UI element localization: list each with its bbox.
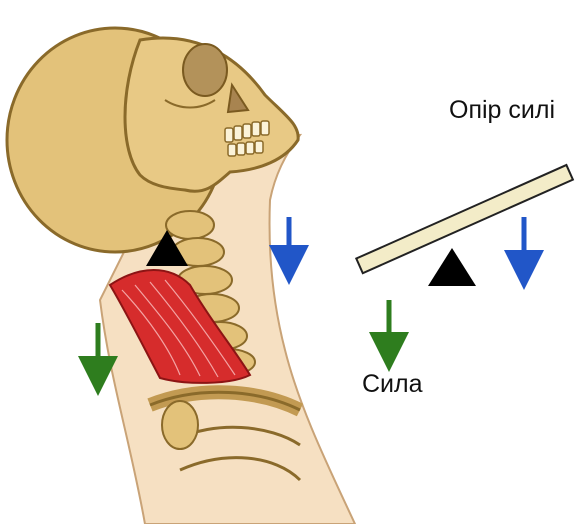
sternum-joint [162,401,198,449]
eye-socket [183,44,227,96]
lever-bar [356,165,573,273]
resistance-label: Опір силі [449,98,555,123]
force-label: Сила [362,372,423,397]
lever-fulcrum-icon [428,248,476,286]
